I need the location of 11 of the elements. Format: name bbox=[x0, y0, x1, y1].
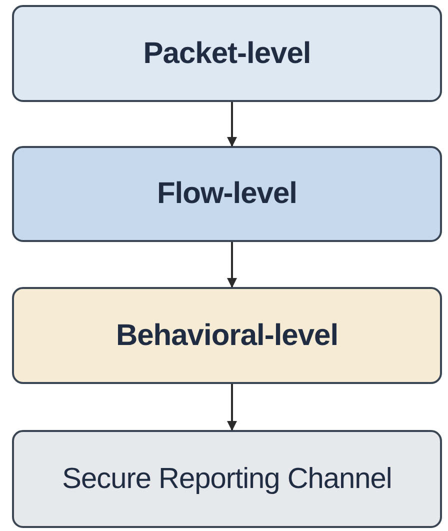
box-label: Behavioral-level bbox=[116, 318, 338, 352]
box-label: Flow-level bbox=[156, 177, 298, 211]
box-label: Packet-level bbox=[143, 36, 311, 70]
process-box bbox=[12, 146, 442, 242]
arrow bbox=[227, 384, 237, 431]
arrow bbox=[227, 242, 237, 288]
arrow bbox=[227, 102, 237, 147]
process-box bbox=[12, 287, 442, 384]
process-box bbox=[12, 430, 442, 528]
process-box bbox=[12, 5, 442, 102]
box-label: Secure Reporting Channel bbox=[62, 462, 392, 496]
